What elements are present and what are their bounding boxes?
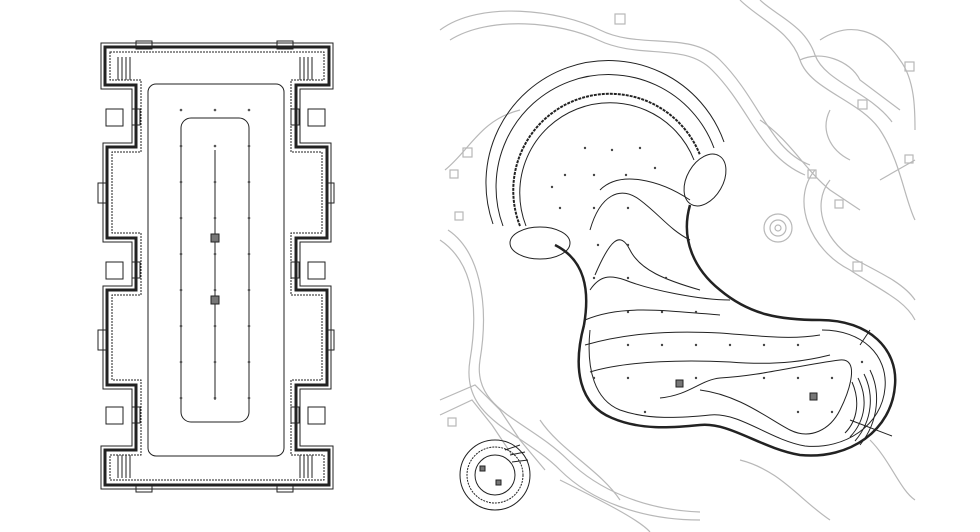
pillar-left-2 bbox=[105, 261, 124, 280]
inlet-point bbox=[179, 252, 183, 256]
main-drain-2 bbox=[210, 295, 220, 305]
inlet-point bbox=[830, 410, 834, 414]
spa-plan bbox=[459, 439, 531, 511]
inlet-point bbox=[728, 343, 732, 347]
inlet-point bbox=[213, 108, 217, 112]
inlet-point bbox=[213, 360, 217, 364]
inlet-point bbox=[213, 216, 217, 220]
inlet-point bbox=[179, 288, 183, 292]
inlet-point bbox=[213, 252, 217, 256]
inlet-point bbox=[762, 376, 766, 380]
inlet-point bbox=[626, 206, 630, 210]
pool-coping bbox=[100, 42, 334, 490]
inlet-point bbox=[796, 343, 800, 347]
inlet-point bbox=[796, 376, 800, 380]
inlet-point bbox=[626, 276, 630, 280]
inlet-point bbox=[179, 324, 183, 328]
inlet-point bbox=[694, 310, 698, 314]
inlet-point bbox=[179, 180, 183, 184]
inlet-point bbox=[660, 343, 664, 347]
inlet-point bbox=[626, 343, 630, 347]
inlet-point bbox=[247, 144, 251, 148]
inlet-point bbox=[592, 206, 596, 210]
deep-area-outline bbox=[180, 117, 250, 423]
inlet-point bbox=[213, 288, 217, 292]
pillar-left-1 bbox=[105, 108, 124, 127]
pool-inner-wall bbox=[109, 51, 325, 481]
inlet-point bbox=[626, 310, 630, 314]
site-paths bbox=[439, 0, 916, 532]
inlet-point bbox=[179, 396, 183, 400]
inlet-point bbox=[592, 173, 596, 177]
inlet-point bbox=[563, 173, 567, 177]
pillar-right-2 bbox=[307, 261, 326, 280]
inlet-point bbox=[179, 108, 183, 112]
freeform-pool-plan bbox=[439, 0, 916, 532]
inlet-point bbox=[860, 360, 864, 364]
inlet-points bbox=[550, 146, 864, 414]
inlet-point bbox=[610, 148, 614, 152]
inlet-points bbox=[179, 108, 251, 400]
inlet-point bbox=[247, 180, 251, 184]
inlet-point bbox=[626, 243, 630, 247]
inlet-point bbox=[550, 185, 554, 189]
pillar-right-1 bbox=[307, 108, 326, 127]
inlet-point bbox=[596, 243, 600, 247]
inlet-point bbox=[664, 276, 668, 280]
pillar-left-3 bbox=[105, 406, 124, 425]
inlet-point bbox=[638, 146, 642, 150]
main-drain-1 bbox=[210, 233, 220, 243]
inlet-point bbox=[247, 396, 251, 400]
inlet-point bbox=[179, 216, 183, 220]
steps-top bbox=[117, 57, 313, 478]
inlet-point bbox=[626, 376, 630, 380]
wall-tags bbox=[97, 40, 335, 493]
pillar-right-3 bbox=[307, 406, 326, 425]
inlet-point bbox=[624, 173, 628, 177]
inlet-point bbox=[179, 144, 183, 148]
inlet-point bbox=[213, 144, 217, 148]
inlet-point bbox=[247, 108, 251, 112]
inlet-point bbox=[558, 206, 562, 210]
inlet-point bbox=[762, 343, 766, 347]
shallow-area-outline bbox=[147, 83, 285, 457]
inlet-point bbox=[592, 376, 596, 380]
inlet-point bbox=[592, 276, 596, 280]
inlet-point bbox=[694, 376, 698, 380]
outer-arc-deck bbox=[485, 60, 725, 225]
inlet-point bbox=[179, 360, 183, 364]
inlet-point bbox=[213, 396, 217, 400]
inlet-point bbox=[247, 252, 251, 256]
inlet-point bbox=[247, 216, 251, 220]
inlet-point bbox=[247, 324, 251, 328]
rectangular-pool-plan bbox=[97, 40, 335, 493]
inlet-point bbox=[213, 324, 217, 328]
inlet-point bbox=[830, 376, 834, 380]
inlet-point bbox=[694, 343, 698, 347]
inlet-point bbox=[247, 360, 251, 364]
inlet-point bbox=[796, 410, 800, 414]
inlet-point bbox=[653, 166, 657, 170]
pool-edge bbox=[554, 204, 897, 457]
pool-shell bbox=[485, 60, 897, 457]
inlet-point bbox=[643, 410, 647, 414]
inlet-point bbox=[660, 310, 664, 314]
inlet-point bbox=[213, 180, 217, 184]
inlet-point bbox=[247, 288, 251, 292]
inlet-point bbox=[583, 146, 587, 150]
pool-outer-wall bbox=[103, 45, 331, 487]
